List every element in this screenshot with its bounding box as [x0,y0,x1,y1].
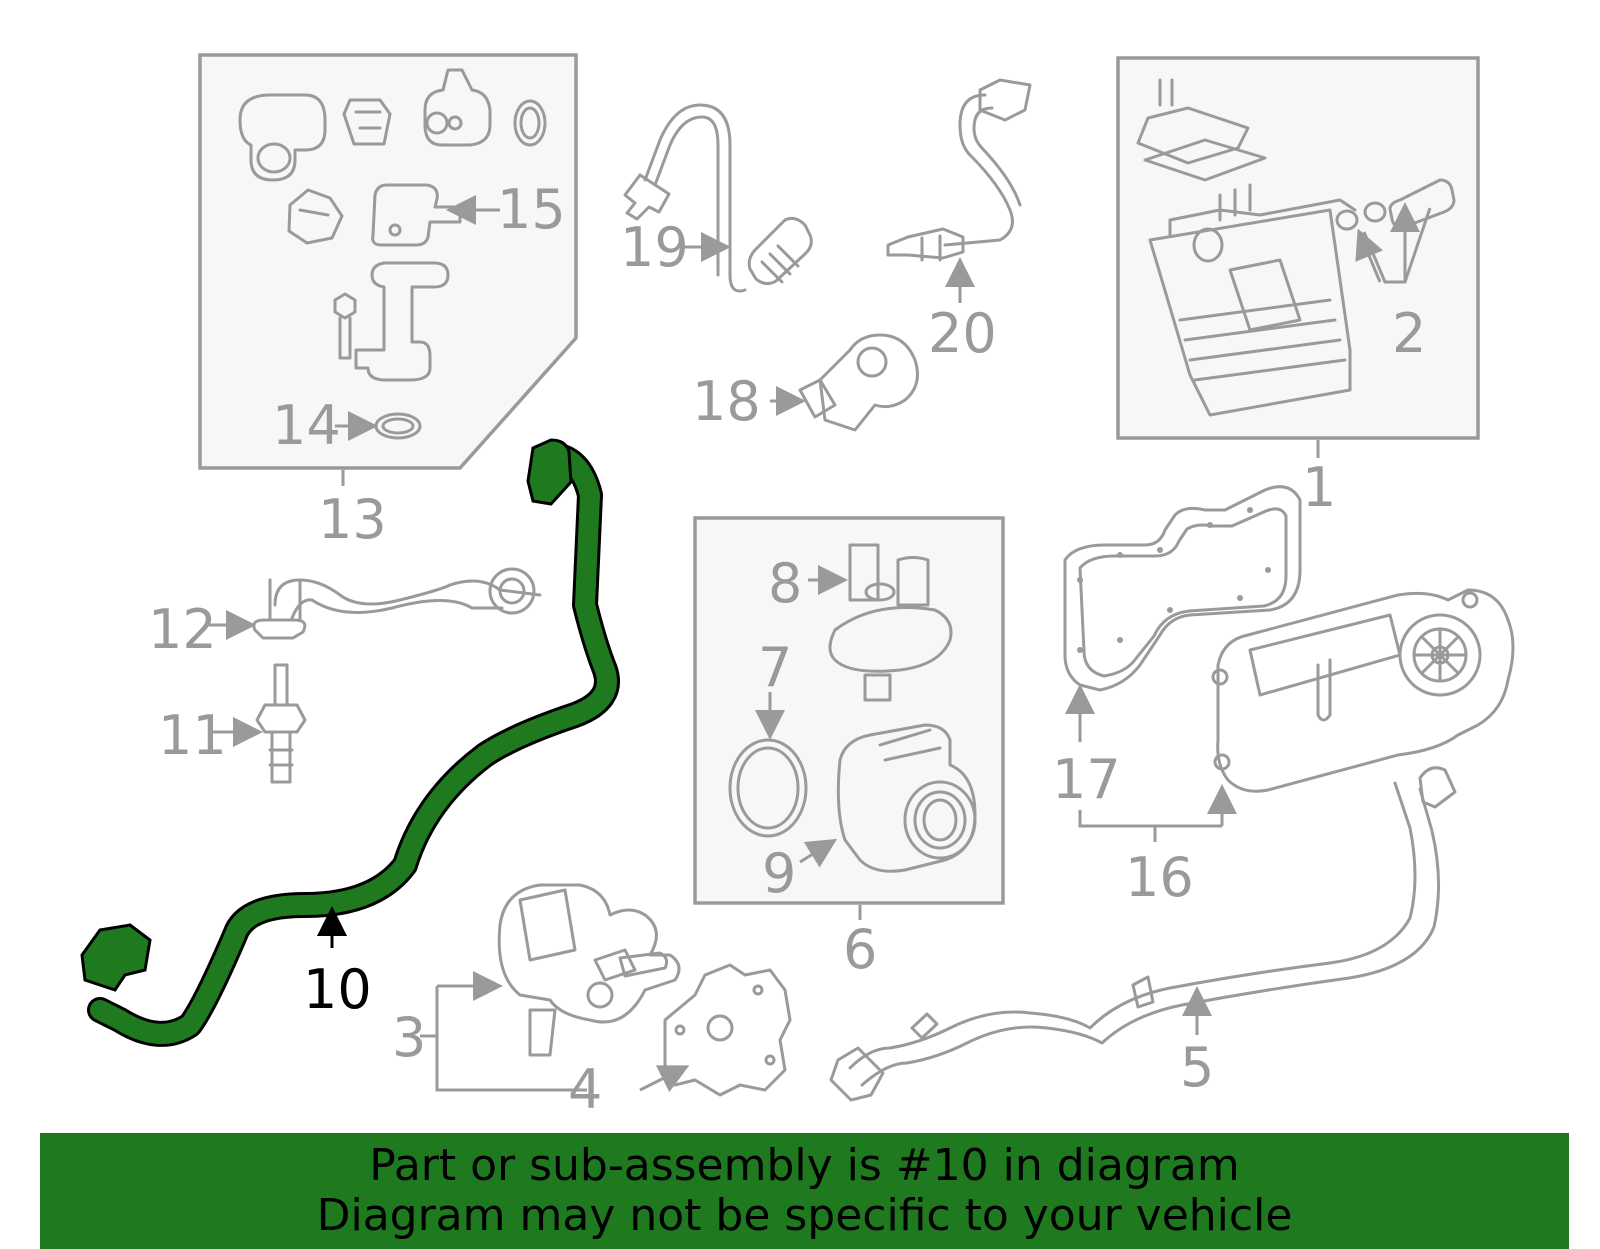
group-box-13 [198,53,578,470]
group-box-6 [693,516,1005,905]
part-16 [1211,588,1515,793]
callout-1: 1 [1302,456,1336,519]
part-10-highlighted[interactable] [80,438,620,1047]
part-5 [829,766,1457,1102]
callout-5: 5 [1180,1036,1214,1099]
callout-3: 3 [392,1006,426,1069]
callout-11: 11 [158,704,227,767]
part-3 [497,883,681,1057]
part-4 [663,963,792,1097]
banner-line-1: Part or sub-assembly is #10 in diagram [369,1140,1240,1191]
callout-7: 7 [758,636,792,699]
callout-13: 13 [318,488,387,551]
banner-line-2: Diagram may not be specific to your vehi… [316,1190,1293,1241]
part-20 [886,78,1032,262]
callout-6: 6 [843,918,877,981]
part-17 [1063,485,1302,692]
callout-10: 10 [303,958,372,1021]
callout-20: 20 [928,302,997,365]
callout-12: 12 [148,598,217,661]
callout-9: 9 [762,842,796,905]
part-12 [252,567,542,640]
info-banner: Part or sub-assembly is #10 in diagram D… [40,1133,1569,1249]
callout-18: 18 [692,370,761,433]
part-19 [623,103,813,293]
callout-8: 8 [768,552,802,615]
callout-19: 19 [620,216,689,279]
group-box-1 [1116,56,1480,440]
callout-16: 16 [1125,846,1194,909]
part-18 [798,333,919,432]
callout-2: 2 [1392,302,1426,365]
callout-17: 17 [1052,748,1121,811]
callout-15: 15 [497,178,566,241]
callout-4: 4 [568,1058,602,1121]
callout-14: 14 [272,394,341,457]
part-11 [255,663,307,784]
